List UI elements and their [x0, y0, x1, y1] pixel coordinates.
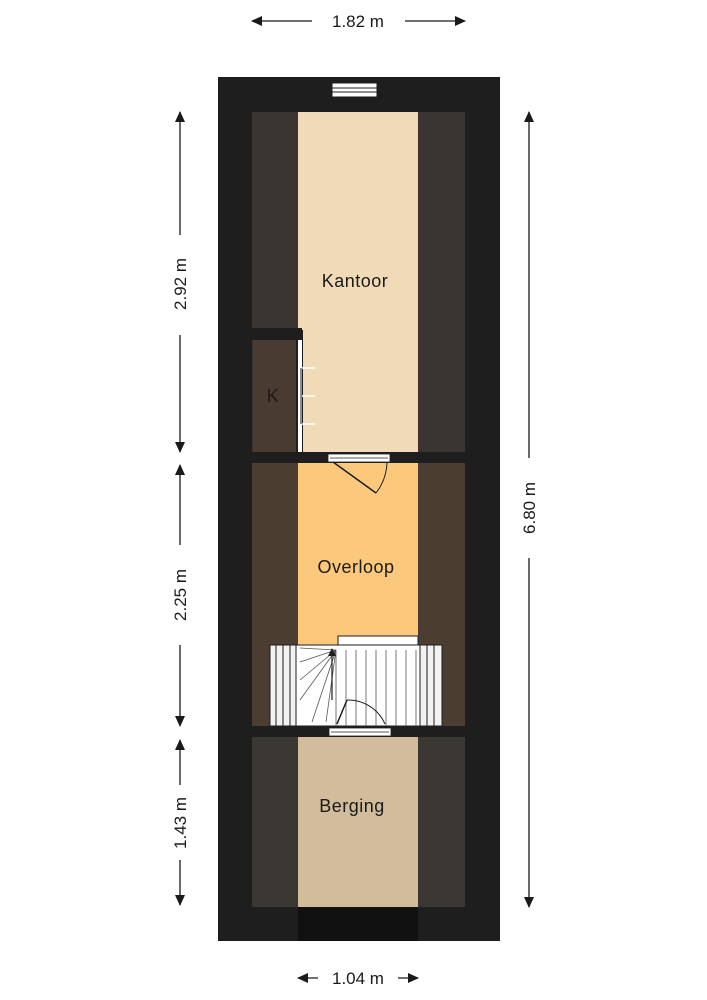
dim-label-top-width: 1.82 m	[332, 12, 384, 31]
room-kantoor	[298, 112, 418, 452]
dim-overloop-height: 2.25 m	[171, 464, 190, 727]
door-berging	[328, 727, 392, 737]
dim-bottom-width: 1.04 m	[297, 969, 419, 988]
window-top	[331, 82, 378, 98]
dim-top-width: 1.82 m	[251, 12, 466, 31]
room-label-berging: Berging	[319, 796, 385, 816]
dim-berging-height: 1.43 m	[171, 739, 190, 906]
door-kantoor	[327, 453, 391, 494]
closet-door	[298, 340, 315, 452]
staircase	[269, 635, 443, 727]
dim-label-kantoor-height: 2.92 m	[171, 258, 190, 310]
dim-kantoor-height: 2.92 m	[171, 111, 190, 453]
room-label-closet: K	[267, 386, 280, 406]
dim-label-berging-height: 1.43 m	[171, 797, 190, 849]
dim-label-total-height: 6.80 m	[520, 482, 539, 534]
wall-bottom-notch	[298, 907, 418, 941]
dim-label-bottom-width: 1.04 m	[332, 969, 384, 988]
room-closet	[253, 340, 298, 452]
wall-closet-top	[252, 328, 302, 340]
room-label-kantoor: Kantoor	[322, 271, 389, 291]
room-label-overloop: Overloop	[317, 557, 394, 577]
room-berging	[298, 737, 418, 907]
dim-label-overloop-height: 2.25 m	[171, 569, 190, 621]
dim-total-height: 6.80 m	[520, 111, 539, 908]
